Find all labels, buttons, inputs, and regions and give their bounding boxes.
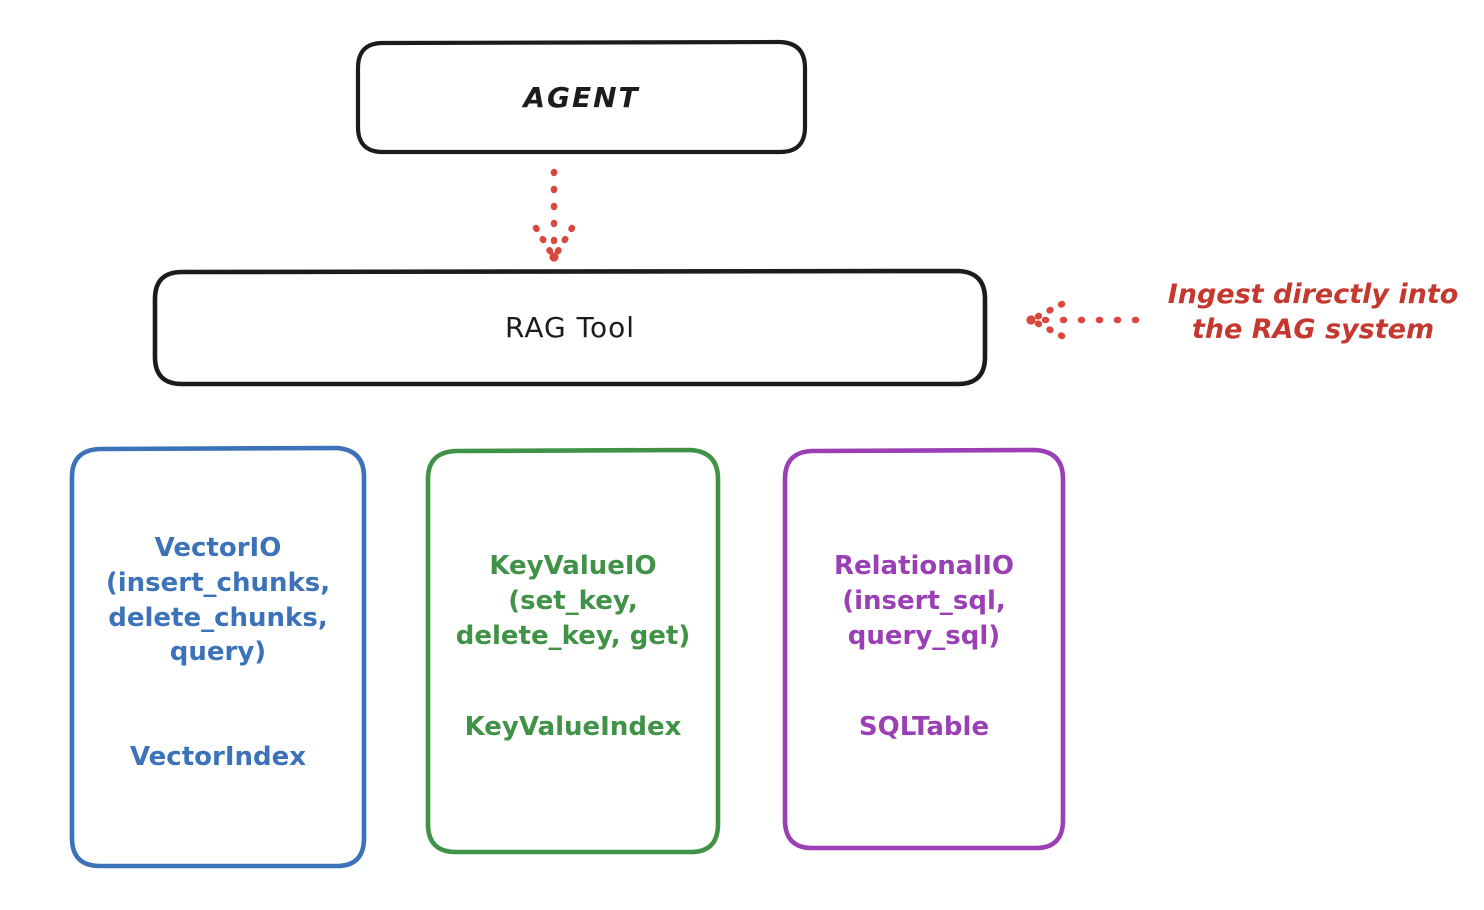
vector-store-box[interactable] (69, 445, 367, 869)
ingest-arrow (1026, 300, 1140, 340)
agent-to-rag-tool-arrow (532, 168, 576, 262)
keyvalue-store-box[interactable] (425, 447, 721, 855)
agent-box[interactable] (355, 39, 808, 155)
rag-tool-box[interactable] (152, 268, 988, 387)
relational-store-box[interactable] (782, 447, 1066, 851)
